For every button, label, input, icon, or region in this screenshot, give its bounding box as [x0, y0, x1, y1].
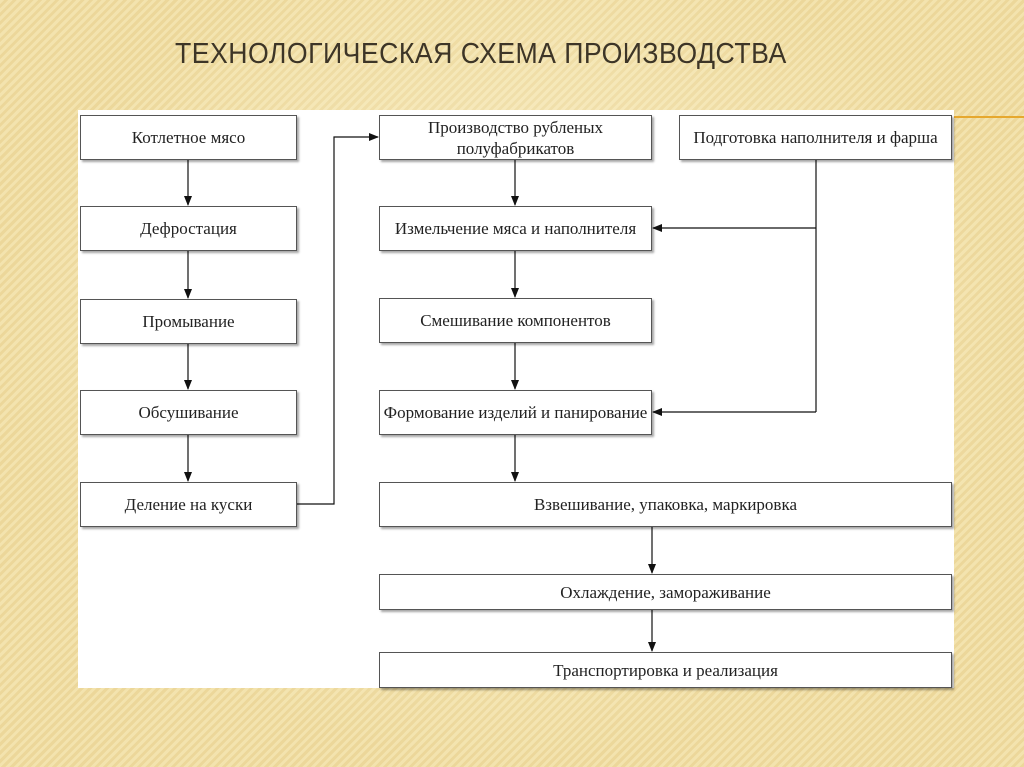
box-cutting: Деление на куски: [80, 482, 297, 527]
box-mixing: Смешивание компонентов: [379, 298, 652, 343]
arrow-left-to-main: [297, 133, 379, 505]
box-transport: Транспортировка и реализация: [379, 652, 952, 688]
box-production: Производство рубленых полуфабрикатов: [379, 115, 652, 160]
box-washing: Промывание: [80, 299, 297, 344]
box-drying: Обсушивание: [80, 390, 297, 435]
box-cooling: Охлаждение, замораживание: [379, 574, 952, 610]
box-defrosting: Дефростация: [80, 206, 297, 251]
slide-title: ТЕХНОЛОГИЧЕСКАЯ СХЕМА ПРОИЗВОДСТВА: [175, 38, 787, 70]
box-grinding: Измельчение мяса и наполнителя: [379, 206, 652, 251]
box-weighing: Взвешивание, упаковка, маркировка: [379, 482, 952, 527]
accent-line: [952, 116, 1024, 118]
box-forming: Формование изделий и панирование: [379, 390, 652, 435]
box-cutlet-meat: Котлетное мясо: [80, 115, 297, 160]
box-filler-prep: Подготовка наполнителя и фарша: [679, 115, 952, 160]
